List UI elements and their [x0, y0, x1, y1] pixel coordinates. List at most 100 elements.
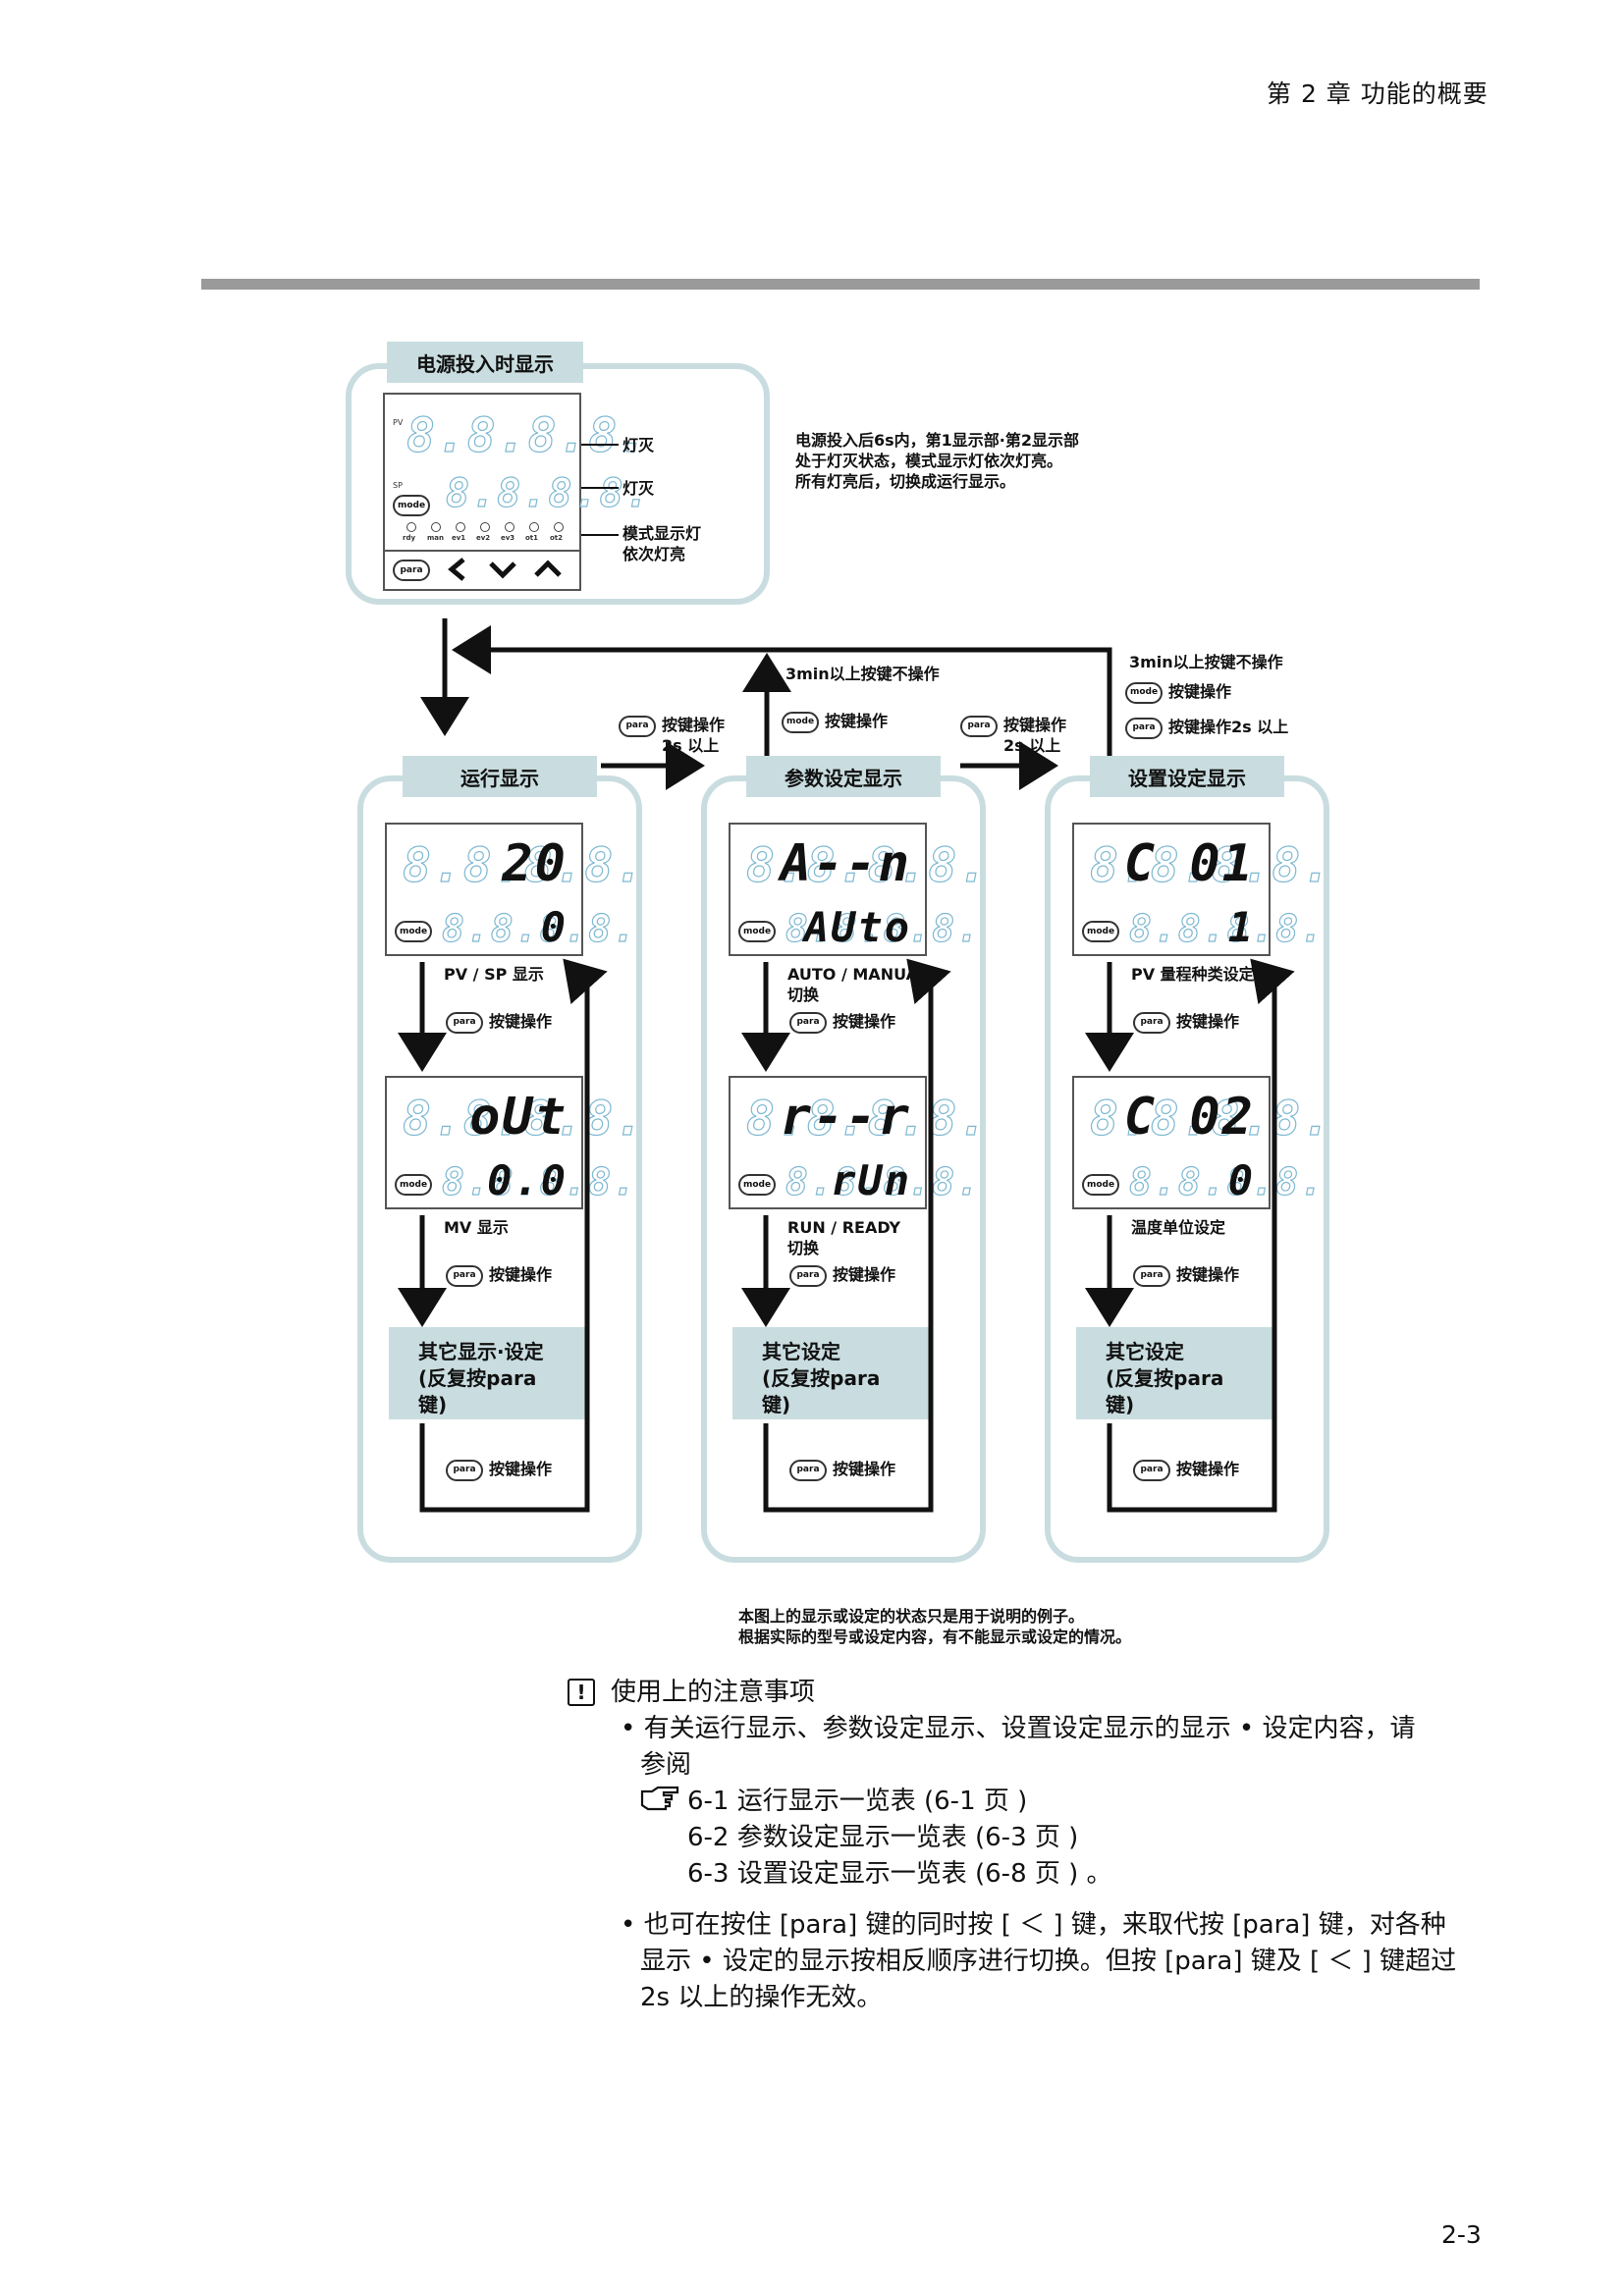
upper-display-value: 20	[502, 834, 568, 893]
other-settings-box: 其它设定 (反复按para键)	[1076, 1327, 1276, 1419]
display-2-key-label: 按键操作	[833, 1265, 896, 1284]
upper-display-value: r--r	[780, 1088, 911, 1147]
display-2-key-label: 按键操作	[489, 1265, 553, 1284]
para-key-icon: para	[1133, 1011, 1170, 1034]
para-key-icon: para	[446, 1459, 483, 1481]
mode-indicator-lamp	[480, 522, 490, 532]
lower-digits-off: 8.8.8.8.	[441, 906, 638, 950]
upper-display-off: 8.8.8.8.	[406, 407, 650, 463]
left-key-icon[interactable]	[448, 558, 465, 581]
mode-key[interactable]: mode	[395, 1174, 432, 1196]
para-key-icon: para	[446, 1011, 483, 1034]
upper-display-value: C 01	[1123, 834, 1255, 893]
mode-key[interactable]: mode	[1082, 1174, 1119, 1196]
power-on-description: 电源投入后6s内，第1显示部·第2显示部 处于灯灭状态，模式显示灯依次灯亮。 所…	[795, 431, 1080, 491]
up-key-icon[interactable]	[534, 560, 562, 577]
reference-2[interactable]: 6-2 参数设定显示一览表 (6-3 页 )	[687, 1823, 1079, 1852]
display-panel-2: 8.8.8.8. C 02 mode 8.8.8.8. 0	[1072, 1076, 1331, 1209]
param-up-key-label: 按键操作	[825, 712, 889, 730]
display-2-caption: MV 显示	[444, 1218, 509, 1237]
notes-heading: 使用上的注意事项	[611, 1678, 816, 1707]
other-settings-box: 其它设定 (反复按para键)	[732, 1327, 933, 1419]
mode-key[interactable]: mode	[738, 1174, 776, 1196]
label-off-upper: 灯灭	[623, 436, 655, 454]
lower-display-value: 0	[1227, 1156, 1255, 1204]
down-key-icon[interactable]	[489, 561, 516, 579]
mode-indicator-lamp	[529, 522, 539, 532]
reference-3[interactable]: 6-3 设置设定显示一览表 (6-8 页 ) 。	[687, 1859, 1112, 1889]
other-settings-key-label: 按键操作	[489, 1460, 553, 1478]
sp-label: SP	[393, 481, 403, 490]
display-1-key-label: 按键操作	[833, 1012, 896, 1031]
display-2-caption: 温度单位设定	[1131, 1218, 1226, 1237]
lower-digits-off: 8.8.8.8.	[1128, 1159, 1326, 1203]
display-2-caption: RUN / READY 切换	[787, 1218, 901, 1257]
mode-indicator-label: man	[427, 534, 445, 542]
lower-display-value: 0	[540, 903, 568, 951]
mode-key[interactable]: mode	[738, 921, 776, 942]
param-to-setup-key-label: 按键操作 2s 以上	[1003, 716, 1067, 755]
label-off-lower: 灯灭	[623, 479, 655, 498]
display-1-key: para 按键操作	[1133, 1011, 1239, 1034]
arrow-loop-back	[763, 958, 951, 1513]
reference-1[interactable]: 6-1 运行显示一览表 (6-1 页 )	[687, 1787, 1028, 1816]
upper-digits-off: 8.8.8.8.	[1089, 1091, 1333, 1147]
arrow-loop-back	[419, 958, 608, 1513]
para-key-icon: para	[1133, 1264, 1170, 1287]
lower-display-value: AUto	[803, 903, 911, 951]
lower-digits-off: 8.8.8.8.	[1128, 906, 1326, 950]
setup-return-2-label: 按键操作	[1168, 682, 1232, 701]
upper-digits-off: 8.8.8.8.	[1089, 837, 1333, 893]
column-arrows	[741, 958, 951, 1513]
para-key-icon: para	[789, 1459, 827, 1481]
notes-bullet-2-line-1: • 也可在按住 [para] 键的同时按 [ ＜ ] 键，来取代按 [para]…	[621, 1910, 1446, 1940]
display-panel-2: 8.8.8.8. r--r mode 8.8.8.8. rUn	[729, 1076, 988, 1209]
upper-digits-off: 8.8.8.8.	[402, 837, 646, 893]
upper-digits-off: 8.8.8.8.	[745, 1091, 990, 1147]
setup-return-2: mode 按键操作	[1125, 681, 1231, 704]
para-key-icon: para	[1133, 1459, 1170, 1481]
run-to-param-key-label: 按键操作 2s 以上	[662, 716, 726, 755]
running-head: 第 2 章 功能的概要	[1267, 80, 1489, 108]
mode-indicator-label: rdy	[403, 534, 416, 542]
display-1-key-label: 按键操作	[1176, 1012, 1240, 1031]
notes-bullet-1-cont: 参阅	[640, 1750, 692, 1780]
mode-key[interactable]: mode	[1082, 921, 1119, 942]
reference-hand-icon	[640, 1786, 681, 1811]
leader-line-lamps	[581, 534, 619, 536]
para-key-icon: para	[619, 715, 656, 737]
lower-digits-off: 8.8.8.8.	[785, 1159, 982, 1203]
para-key[interactable]: para	[393, 560, 430, 581]
notes-bullet-2-line-3: 2s 以上的操作无效。	[640, 1983, 883, 2012]
leader-line-upper	[581, 444, 619, 446]
arrow-return-top	[452, 625, 1112, 775]
label-top-return: 3min以上按键不操作	[785, 665, 940, 683]
other-settings-box: 其它显示·设定 (反复按para键)	[389, 1327, 589, 1419]
notes-bullet-2-line-2: 显示 • 设定的显示按相反顺序进行切换。但按 [para] 键及 [ ＜ ] 键…	[640, 1947, 1457, 1976]
arrow-keys	[448, 558, 562, 581]
para-key-icon: para	[789, 1011, 827, 1034]
display-panel-1: 8.8.8.8. 20 mode 8.8.8.8. 0	[385, 823, 644, 956]
lower-digits-off: 8.8.8.8.	[785, 906, 982, 950]
mode-key-icon: mode	[1125, 681, 1163, 704]
page-number: 2-3	[1441, 2220, 1482, 2249]
display-2-key-label: 按键操作	[1176, 1265, 1240, 1284]
mode-key-icon: mode	[782, 711, 819, 733]
mode-key[interactable]: mode	[395, 921, 432, 942]
upper-digits-off: 8.8.8.8.	[402, 1091, 646, 1147]
display-panel-1: 8.8.8.8. A--n mode 8.8.8.8. AUto	[729, 823, 988, 956]
power-on-title: 电源投入时显示	[387, 342, 583, 383]
display-1-caption: PV 量程种类设定	[1131, 965, 1255, 984]
lower-digits-off: 8.8.8.8.	[441, 1159, 638, 1203]
setup-return-3-label: 按键操作2s 以上	[1168, 718, 1289, 736]
mode-key[interactable]: mode	[393, 495, 430, 516]
mode-indicator-label: ot2	[550, 534, 564, 542]
upper-display-value: C 02	[1123, 1088, 1255, 1147]
